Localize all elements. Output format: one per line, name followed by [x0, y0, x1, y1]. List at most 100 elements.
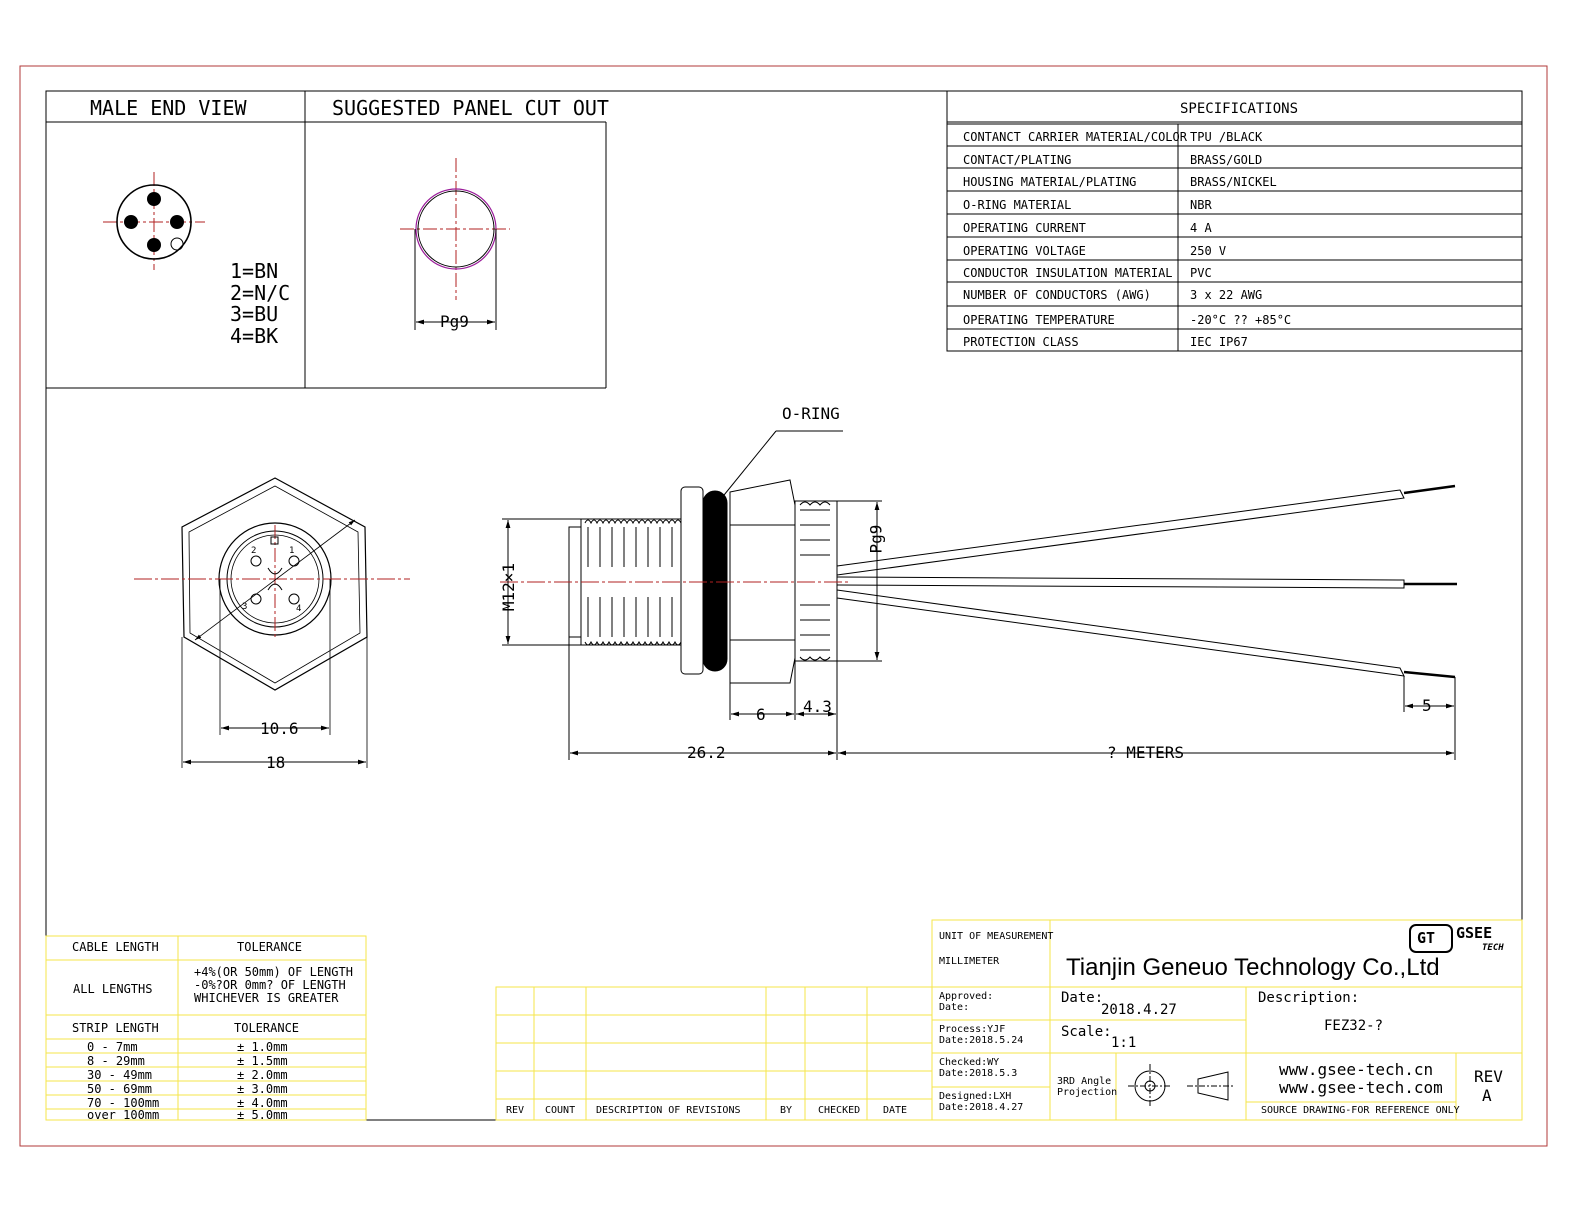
pin-legend-3: 3=BU [230, 302, 279, 326]
dim-body-length: 26.2 [687, 743, 726, 762]
spec-value: 250 V [1190, 244, 1227, 258]
cable-length-header: CABLE LENGTH [72, 940, 159, 954]
website-cn: www.gsee-tech.cn [1279, 1060, 1434, 1079]
checked-date: Date:2018.5.3 [939, 1068, 1018, 1079]
spec-value: 4 A [1190, 221, 1212, 235]
strip-tolerance: ± 1.5mm [237, 1054, 288, 1068]
title-block [931, 919, 1523, 1121]
strip-tolerance: ± 5.0mm [237, 1108, 288, 1122]
spec-value: BRASS/NICKEL [1190, 175, 1277, 189]
oring-label: O-RING [782, 404, 840, 423]
spec-value: IEC IP67 [1190, 335, 1248, 349]
top-left-views-box [46, 91, 607, 389]
spec-label: PROTECTION CLASS [963, 335, 1079, 349]
tolerance-header: TOLERANCE [237, 940, 303, 954]
strip-range: 50 - 69mm [87, 1082, 153, 1096]
logo-sub: TECH [1482, 943, 1504, 953]
panel-cut-out-graphic [400, 158, 510, 330]
strip-range: 0 - 7mm [87, 1040, 138, 1054]
approved-label: Approved: [939, 991, 994, 1002]
website-com: www.gsee-tech.com [1279, 1078, 1443, 1097]
tolerance-line-3: WHICHEVER IS GREATER [194, 991, 339, 1005]
logo-name: GSEE [1456, 924, 1493, 942]
spec-label: HOUSING MATERIAL/PLATING [963, 175, 1137, 189]
pin-dot [147, 192, 161, 206]
rev-col-description: DESCRIPTION OF REVISIONS [596, 1105, 741, 1116]
strip-length-header: STRIP LENGTH [72, 1021, 159, 1035]
sheet-border [19, 65, 1548, 1147]
spec-value: -20°C ?? +85°C [1190, 313, 1292, 327]
pin-dot [147, 238, 161, 252]
strip-tolerance-header: TOLERANCE [234, 1021, 300, 1035]
revision-table [495, 986, 933, 1121]
rev-col-checked: CHECKED [818, 1105, 861, 1116]
pin-number-2: 2 [251, 546, 257, 556]
strip-range: 70 - 100mm [87, 1096, 160, 1110]
spec-label: OPERATING TEMPERATURE [963, 313, 1115, 327]
strip-range: 30 - 49mm [87, 1068, 153, 1082]
rev-value: A [1482, 1086, 1492, 1105]
projection-symbol [1128, 1064, 1234, 1108]
strip-range: 8 - 29mm [87, 1054, 145, 1068]
side-view [500, 430, 1457, 760]
rev-label: REV [1474, 1067, 1503, 1086]
pin-number-1: 1 [289, 546, 295, 556]
pin-number-4: 4 [296, 604, 302, 614]
spec-value: BRASS/GOLD [1190, 153, 1263, 167]
spec-value: NBR [1190, 198, 1212, 212]
description-label: Description: [1258, 990, 1360, 1006]
pin-dot [170, 215, 184, 229]
spec-label: NUMBER OF CONDUCTORS (AWG) [963, 288, 1151, 302]
pin-legend-2: 2=N/C [230, 281, 291, 305]
specifications-table [946, 90, 1523, 352]
date-value: 2018.4.27 [1101, 1002, 1177, 1018]
tolerance-line-2: -0%?OR 0mm? OF LENGTH [194, 978, 346, 992]
dim-strip-length: 5 [1422, 696, 1432, 715]
projection-line-1: 3RD Angle [1057, 1076, 1112, 1087]
pin-dot [124, 215, 138, 229]
dim-cable-length: ? METERS [1107, 743, 1185, 762]
description-value: FEZ32-? [1324, 1018, 1384, 1034]
rev-col-rev: REV [506, 1105, 525, 1116]
tolerance-line-1: +4%(OR 50mm) OF LENGTH [194, 965, 353, 979]
rev-col-count: COUNT [545, 1105, 576, 1116]
dim-inner-diameter: 10.6 [260, 719, 299, 738]
spec-label: OPERATING VOLTAGE [963, 244, 1086, 258]
strip-tolerance: ± 4.0mm [237, 1096, 288, 1110]
dim-pg: Pg9 [866, 524, 886, 554]
strip-tolerance: ± 2.0mm [237, 1068, 288, 1082]
rev-col-by: BY [780, 1105, 793, 1116]
strip-tolerance: ± 3.0mm [237, 1082, 288, 1096]
designed-label: Designed:LXH [939, 1091, 1012, 1102]
specifications-title: SPECIFICATIONS [1180, 101, 1299, 117]
spec-label: OPERATING CURRENT [963, 221, 1086, 235]
company-name: Tianjin Geneuo Technology Co.,Ltd [1066, 954, 1440, 981]
spec-label: CONTACT/PLATING [963, 153, 1072, 167]
male-end-view-title: MALE END VIEW [90, 96, 247, 120]
spec-value: TPU /BLACK [1190, 130, 1263, 144]
spec-label: CONDUCTOR INSULATION MATERIAL [963, 266, 1173, 280]
panel-dim-label: Pg9 [440, 312, 469, 331]
pin-legend-1: 1=BN [230, 259, 279, 283]
source-note: SOURCE DRAWING-FOR REFERENCE ONLY [1261, 1105, 1460, 1116]
dim-nut: 4.3 [803, 697, 832, 716]
key-circle [170, 237, 184, 251]
pin-legend-4: 4=BK [230, 324, 279, 348]
pin-number-3: 3 [242, 602, 248, 612]
rev-col-date: DATE [883, 1105, 908, 1116]
spec-label: CONTANCT CARRIER MATERIAL/COLOR [963, 130, 1187, 144]
process-label: Process:YJF [939, 1024, 1006, 1035]
unit-label: UNIT OF MEASUREMENT [939, 931, 1054, 942]
company-logo [1409, 924, 1453, 953]
designed-date: Date:2018.4.27 [939, 1102, 1024, 1113]
scale-label: Scale: [1061, 1024, 1112, 1040]
spec-label: O-RING MATERIAL [963, 198, 1072, 212]
strip-range: over 100mm [87, 1108, 160, 1122]
dim-hex-across: 18 [266, 753, 286, 772]
panel-cut-out-title: SUGGESTED PANEL CUT OUT [332, 96, 609, 120]
cable-tolerance-table [45, 935, 367, 1121]
male-end-view-graphic [103, 172, 205, 270]
dim-thread: M12×1 [499, 562, 519, 612]
